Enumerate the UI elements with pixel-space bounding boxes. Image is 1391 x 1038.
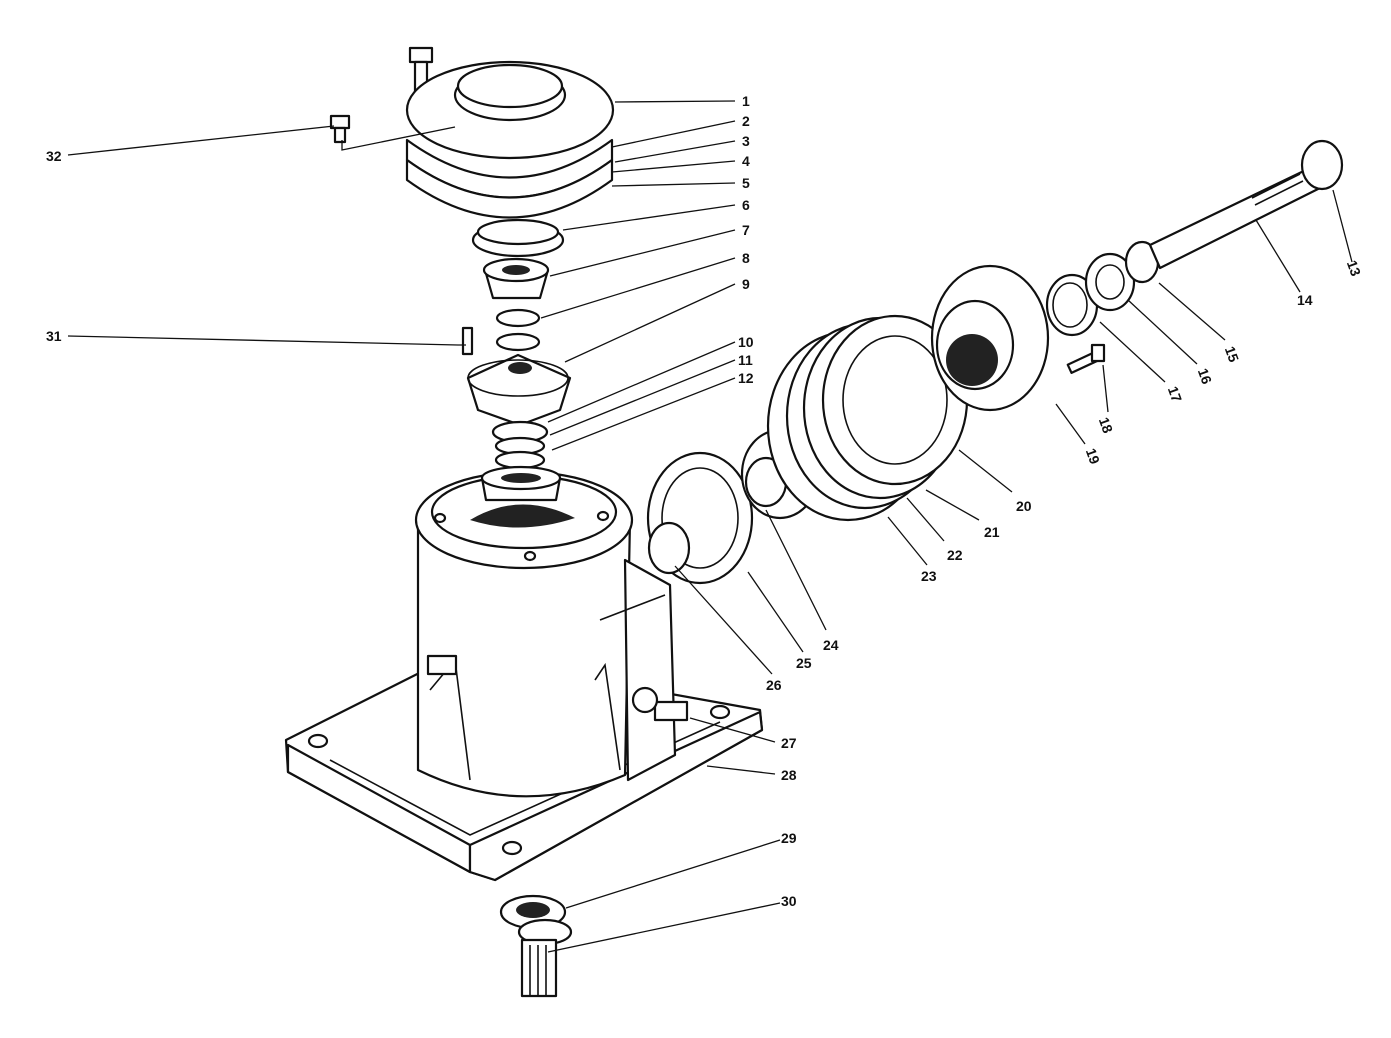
plug-32 [329, 114, 351, 144]
callout-23: 23 [921, 568, 937, 584]
callout-17: 17 [1165, 384, 1185, 404]
callout-13: 13 [1344, 258, 1364, 278]
callout-26: 26 [766, 677, 782, 693]
callout-15: 15 [1222, 344, 1242, 364]
leader-20 [958, 449, 1013, 493]
leader-2 [611, 120, 736, 148]
callout-22: 22 [947, 547, 963, 563]
leader-lines [67, 100, 1353, 953]
callout-14: 14 [1297, 292, 1313, 308]
leader-11 [549, 359, 736, 436]
callout-19: 19 [1083, 446, 1103, 466]
leader-31 [67, 335, 466, 346]
shaft-30 [517, 918, 573, 998]
washer-upper [495, 308, 541, 352]
callout-11: 11 [738, 352, 753, 368]
nut-13 [1300, 139, 1344, 191]
callout-28: 28 [781, 767, 797, 783]
callout-20: 20 [1016, 498, 1032, 514]
leader-10 [547, 341, 736, 423]
leader-29 [565, 839, 781, 909]
flange-gaskets-20-23 [766, 314, 969, 522]
callout-labels: 1 2 3 4 5 6 7 8 9 10 11 12 13 14 15 16 1… [46, 93, 1364, 909]
leader-16 [1127, 299, 1198, 365]
shims [405, 138, 614, 219]
leader-19 [1055, 403, 1086, 445]
leader-17 [1099, 321, 1166, 383]
tapered-bearing-upper [482, 257, 550, 300]
spacers-10-12 [491, 420, 549, 470]
callout-18: 18 [1096, 415, 1116, 435]
callout-4: 4 [742, 153, 750, 169]
tapered-bearing-lower [480, 465, 562, 502]
cover-plate [405, 60, 615, 160]
plug-housing-left [426, 654, 458, 676]
bolt-18 [1066, 343, 1106, 374]
callout-32: 32 [46, 148, 62, 164]
callout-30: 30 [781, 893, 797, 909]
callout-31: 31 [46, 328, 62, 344]
leader-14 [1255, 219, 1301, 293]
callout-2: 2 [742, 113, 750, 129]
leader-32 [67, 125, 335, 156]
callout-10: 10 [738, 334, 754, 350]
callout-29: 29 [781, 830, 797, 846]
callout-8: 8 [742, 250, 750, 266]
leader-12 [551, 377, 736, 451]
leader-24 [765, 509, 827, 631]
leader-8 [540, 257, 736, 319]
key-31 [461, 326, 474, 356]
leader-3 [614, 140, 736, 163]
plug-27 [631, 686, 689, 722]
bearing-16 [1084, 252, 1136, 312]
seal-17 [1045, 273, 1099, 337]
leader-30 [547, 902, 781, 953]
leader-15 [1158, 282, 1226, 341]
leader-21 [925, 489, 980, 521]
callout-3: 3 [742, 133, 750, 149]
callout-27: 27 [781, 735, 797, 751]
leader-26 [674, 565, 773, 675]
bearing-carrier-19 [930, 264, 1050, 412]
leader-4 [611, 160, 736, 173]
callout-25: 25 [796, 655, 812, 671]
leader-18 [1102, 364, 1109, 413]
leader-25 [747, 571, 804, 653]
callout-16: 16 [1195, 366, 1215, 386]
bevel-gear-horizontal [646, 451, 754, 585]
callout-21: 21 [984, 524, 1000, 540]
callout-6: 6 [742, 197, 750, 213]
callout-5: 5 [742, 175, 750, 191]
callout-7: 7 [742, 222, 750, 238]
leader-1 [614, 100, 736, 103]
shaft-14 [1148, 166, 1322, 270]
leader-27 [689, 717, 776, 743]
gearbox-housing [414, 470, 677, 798]
callout-9: 9 [742, 276, 750, 292]
bearing-cup [471, 218, 565, 258]
bevel-gear-vertical [466, 353, 572, 427]
leader-6 [562, 204, 736, 231]
callout-1: 1 [742, 93, 750, 109]
leader-13 [1332, 189, 1353, 263]
leader-9 [564, 283, 736, 363]
leader-22 [906, 497, 945, 542]
leader-32-bracket [341, 126, 456, 151]
callout-12: 12 [738, 370, 754, 386]
callout-24: 24 [823, 637, 839, 653]
leader-7 [549, 229, 736, 277]
leader-23 [887, 516, 928, 566]
leader-28 [706, 765, 776, 775]
leader-5 [611, 182, 736, 187]
